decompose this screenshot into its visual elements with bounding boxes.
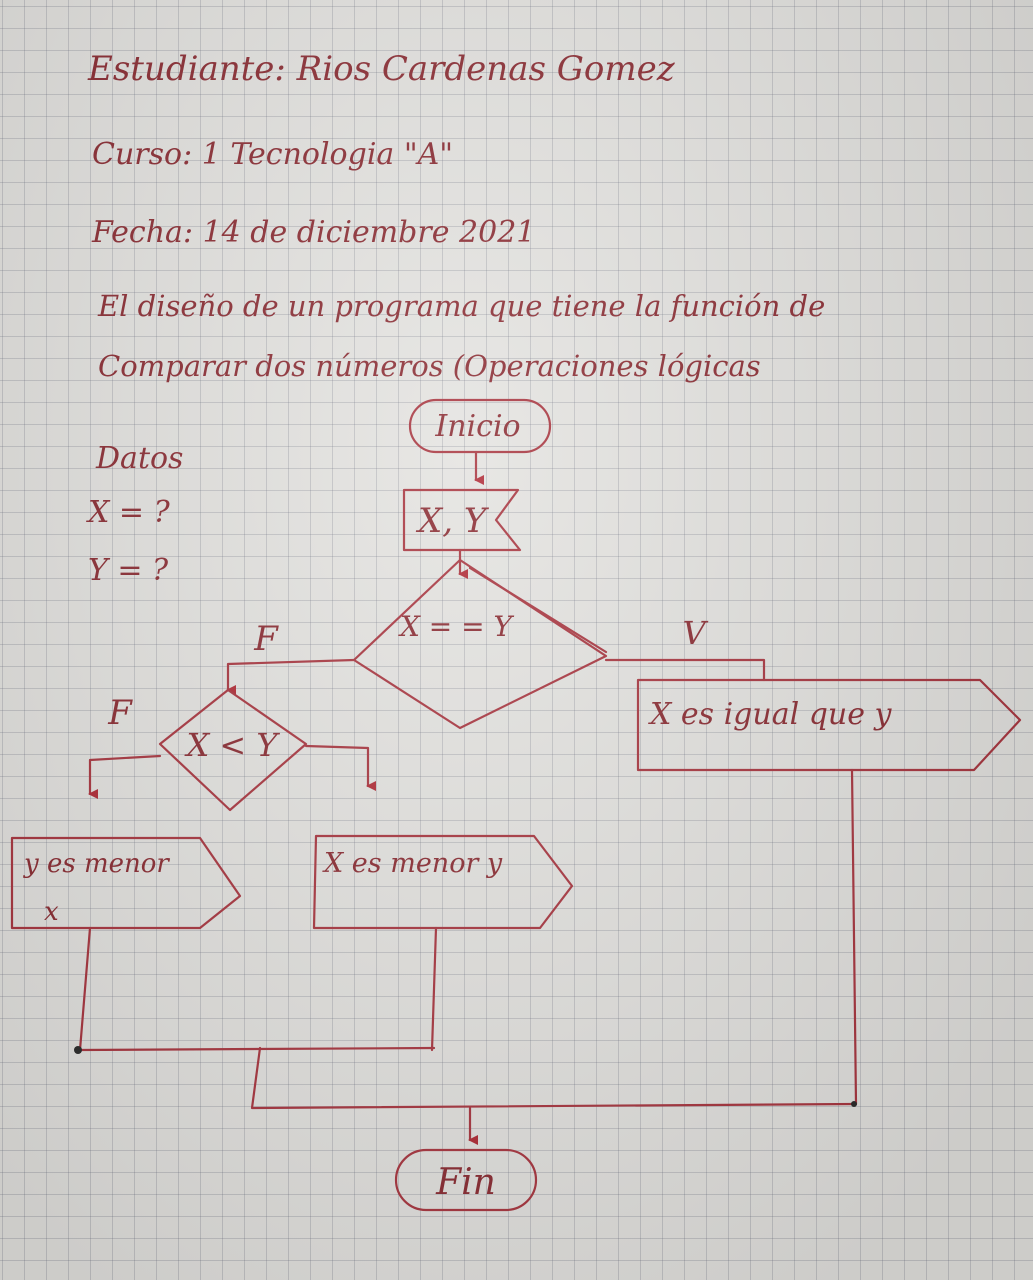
less-false-line: [88, 754, 162, 799]
end-label: Fin: [435, 1162, 496, 1203]
output-equal-shape: [636, 678, 1022, 772]
false-label-2: F: [107, 693, 133, 733]
output-less-label: X es menor y: [322, 848, 503, 879]
output-equal-label: X es igual que y: [648, 697, 893, 732]
junction-dot-right: [851, 1101, 857, 1107]
merge-line-center: [430, 926, 438, 1052]
output-greater-label-2: x: [44, 897, 59, 927]
decision-less-label: X < Y: [183, 726, 280, 764]
merge-line-to-bottom: [250, 1046, 858, 1110]
description-line-1: El diseño de un programa que tiene la fu…: [98, 289, 826, 323]
true-label: V: [682, 614, 708, 652]
input-shape: [402, 488, 522, 552]
course-line: Curso: 1 Tecnologia "A": [92, 137, 454, 172]
start-label: Inicio: [434, 409, 520, 444]
output-greater-shape: [10, 836, 242, 930]
student-line: Estudiante: Rios Cardenas Gomez: [88, 49, 675, 89]
false-label-1: F: [253, 619, 279, 659]
false-branch-line-1: [226, 658, 356, 695]
end-terminator: [394, 1148, 538, 1212]
output-greater-label-1: y es menor: [23, 849, 170, 879]
data-y-value: Y = ?: [88, 553, 169, 588]
decision-equal-label: X = = Y: [398, 610, 515, 643]
merge-line-horizontal: [76, 1046, 436, 1052]
junction-dot: [74, 1046, 82, 1054]
decision-equal-diamond: [352, 558, 608, 730]
input-label: X, Y: [415, 501, 490, 541]
merge-line-right: [850, 768, 858, 1106]
merge-line-left: [78, 926, 92, 1052]
output-less-shape: [312, 834, 574, 930]
data-title: Datos: [96, 441, 184, 476]
date-line: Fecha: 14 de diciembre 2021: [92, 215, 536, 250]
description-line-2: Comparar dos números (Operaciones lógica…: [98, 349, 761, 383]
less-true-line: [304, 744, 376, 791]
decision-less-diamond: [158, 688, 308, 812]
true-branch-line: [604, 658, 766, 682]
data-x-value: X = ?: [88, 495, 170, 530]
decision-equal-stroke: [468, 566, 608, 654]
start-terminator: [408, 398, 552, 454]
